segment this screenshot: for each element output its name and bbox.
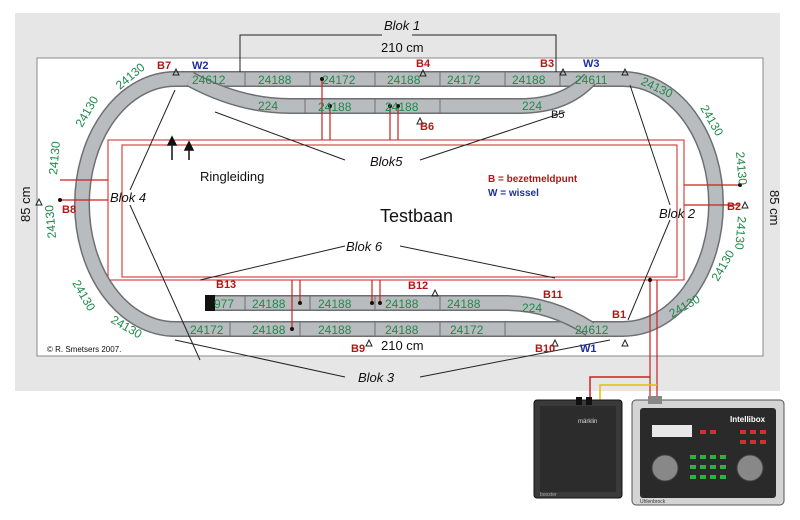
buffer-stop <box>205 295 215 311</box>
intellibox-label: Intellibox <box>730 415 766 424</box>
feeder-wires <box>60 79 740 398</box>
intellibox-device: Intellibox Uhlenbrock <box>631 396 785 506</box>
b9-label: B9 <box>351 343 365 355</box>
blok-5-label: Blok5 <box>370 154 403 169</box>
track-label: 24188 <box>385 297 419 311</box>
track-label: 24188 <box>387 73 421 87</box>
track-label: 24188 <box>512 73 546 87</box>
legend-w: W = wissel <box>488 188 539 199</box>
controller-wiring <box>589 376 657 400</box>
leader-lines <box>129 34 671 378</box>
b2-label: B2 <box>727 201 741 213</box>
intellibox-brand: Uhlenbrock <box>640 499 666 505</box>
outer-track <box>75 72 723 336</box>
copyright: © R. Smetsers 2007. <box>47 345 121 354</box>
dimension-left: 85 cm <box>18 187 33 222</box>
track-label: 224 <box>522 99 542 113</box>
b6-label: B6 <box>420 121 434 133</box>
connection-dots <box>58 77 742 331</box>
track-label: 24172 <box>450 323 484 337</box>
track-label: 24172 <box>447 73 481 87</box>
track-label: 24188 <box>258 73 292 87</box>
b10-label: B10 <box>535 343 555 355</box>
intellibox-knob-left <box>651 454 679 482</box>
track-label: 24188 <box>318 323 352 337</box>
track-label: 24188 <box>252 323 286 337</box>
track-label: 977 <box>214 297 234 311</box>
track-label: 24188 <box>385 323 419 337</box>
track-label: 24130 <box>733 151 750 186</box>
track-label: 24188 <box>318 297 352 311</box>
b7-label: B7 <box>157 60 171 72</box>
b12-label: B12 <box>408 280 428 292</box>
w2-label: W2 <box>192 60 209 72</box>
track-label: 24130 <box>42 204 59 239</box>
booster-brand: märklin <box>578 419 597 425</box>
booster-label: booster <box>540 492 557 498</box>
track-label: 24130 <box>732 216 749 251</box>
blok-6-label: Blok 6 <box>346 239 383 254</box>
blok-4-label: Blok 4 <box>110 190 146 205</box>
track-label: 24188 <box>318 100 352 114</box>
w1-label: W1 <box>580 343 597 355</box>
ringleiding-arrows <box>166 135 195 160</box>
track-label: 24611 <box>575 73 608 87</box>
intellibox-knob-right <box>736 454 764 482</box>
track-label: 24172 <box>322 73 356 87</box>
w3-label: W3 <box>583 58 600 70</box>
b1-label: B1 <box>612 309 626 321</box>
ringleiding-outer <box>107 139 685 281</box>
track-label: 24612 <box>192 73 226 87</box>
b8-label: B8 <box>62 204 76 216</box>
dimension-right: 85 cm <box>767 190 782 225</box>
track-label: 24612 <box>575 323 609 337</box>
b11-label: B11 <box>543 289 563 301</box>
ringleiding-label: Ringleiding <box>200 169 264 184</box>
track-label: 24188 <box>252 297 286 311</box>
dimension-bottom: 210 cm <box>381 338 424 353</box>
diagram-title: Testbaan <box>380 206 453 226</box>
ringleiding-inner <box>121 144 678 278</box>
legend-b: B = bezetmeldpunt <box>488 174 578 185</box>
b4-label: B4 <box>416 58 431 70</box>
bottom-siding <box>210 296 594 335</box>
track-label: 24172 <box>190 323 224 337</box>
track-label: 224 <box>258 99 278 113</box>
detector-markers <box>35 67 749 347</box>
track-label: 24188 <box>447 297 481 311</box>
track-label: 224 <box>522 301 542 315</box>
intellibox-display <box>652 425 692 437</box>
track-label: 24130 <box>46 140 63 175</box>
blok-2-label: Blok 2 <box>659 206 696 221</box>
b5-label: B5 <box>551 109 564 121</box>
dimension-top: 210 cm <box>381 40 424 55</box>
track-joints <box>229 72 561 336</box>
blok-3-label: Blok 3 <box>358 370 395 385</box>
b3-label: B3 <box>540 58 554 70</box>
blok-1-label: Blok 1 <box>384 18 420 33</box>
track-label: 24188 <box>385 100 419 114</box>
booster-device: märklin booster <box>533 397 623 499</box>
top-siding <box>186 73 595 113</box>
b13-label: B13 <box>216 279 236 291</box>
